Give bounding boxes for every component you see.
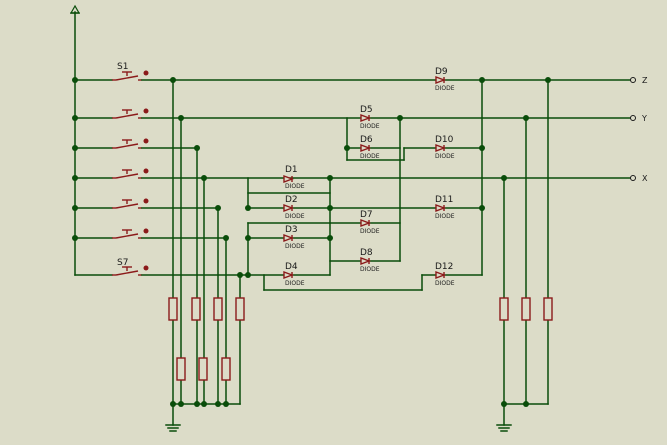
diode-label-d2: D2 (285, 195, 298, 205)
diode-type-d9: DIODE (435, 85, 455, 92)
resistor (191, 297, 201, 321)
diode-label-d4: D4 (285, 262, 298, 272)
diode-type-d8: DIODE (360, 266, 380, 273)
diode-type-d5: DIODE (360, 123, 380, 130)
switch-s3 (112, 138, 149, 149)
switch-s6 (112, 228, 149, 239)
diode-type-d11: DIODE (435, 213, 455, 220)
switch-s7 (112, 265, 149, 276)
diode-d3 (283, 233, 294, 243)
resistor (198, 357, 208, 381)
diode-label-d3: D3 (285, 225, 298, 235)
switch-s5 (112, 198, 149, 209)
diode-label-d6: D6 (360, 135, 373, 145)
diode-network-wires (247, 79, 483, 291)
output-label-x: X (642, 174, 648, 183)
resistor (235, 297, 245, 321)
diode-type-d10: DIODE (435, 153, 455, 160)
diode-d9 (435, 75, 446, 85)
output-label-y: Y (641, 114, 647, 123)
diode-type-d6: DIODE (360, 153, 380, 160)
diode-label-d7: D7 (360, 210, 373, 220)
diode-label-d10: D10 (435, 135, 454, 145)
switch-stubs (74, 79, 113, 276)
diode-type-d1: DIODE (285, 183, 305, 190)
diode-d10 (435, 143, 446, 153)
diode-label-d8: D8 (360, 248, 373, 258)
switch-label-s7: S7 (117, 258, 128, 268)
resistor (176, 357, 186, 381)
diode-d12 (435, 270, 446, 280)
switch-label-s1: S1 (117, 62, 128, 72)
power-rail (69, 4, 81, 276)
diode-d7 (360, 218, 371, 228)
resistor (543, 297, 553, 321)
pulldown-right (496, 79, 553, 432)
resistor (499, 297, 509, 321)
diode-d6 (360, 143, 371, 153)
diode-type-d4: DIODE (285, 280, 305, 287)
switch-s4 (112, 168, 149, 179)
row-wires (141, 79, 631, 276)
junctions (72, 77, 551, 407)
resistors-left (168, 297, 245, 381)
resistor (521, 297, 531, 321)
diode-type-d2: DIODE (285, 213, 305, 220)
resistor (168, 297, 178, 321)
diode-label-d11: D11 (435, 195, 453, 205)
diode-d4 (283, 270, 294, 280)
diode-label-d1: D1 (285, 165, 298, 175)
diode-label-d9: D9 (435, 67, 448, 77)
resistor (213, 297, 223, 321)
diode-d1 (283, 174, 294, 184)
diode-d5 (360, 113, 371, 123)
output-terminals (630, 77, 636, 181)
diode-label-d5: D5 (360, 105, 373, 115)
output-label-z: Z (642, 76, 648, 85)
diode-type-d7: DIODE (360, 228, 380, 235)
switch-s2 (112, 108, 149, 119)
diode-d2 (283, 203, 294, 213)
resistor (221, 357, 231, 381)
diode-type-d12: DIODE (435, 280, 455, 287)
diode-d11 (435, 203, 446, 213)
diode-d8 (360, 256, 371, 266)
diode-type-d3: DIODE (285, 243, 305, 250)
diode-label-d12: D12 (435, 262, 453, 272)
